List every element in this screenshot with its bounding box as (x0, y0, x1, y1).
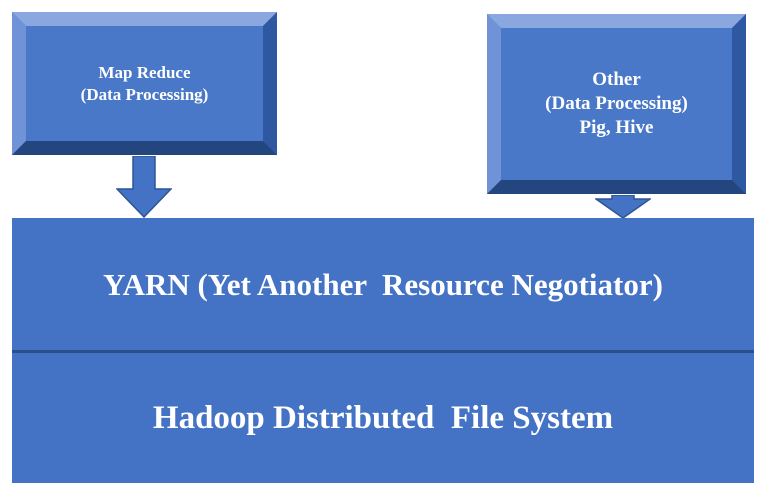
other-box: Other (Data Processing) Pig, Hive (487, 14, 746, 194)
mapreduce-box-bevel (12, 12, 277, 155)
layer-divider (12, 350, 754, 353)
hdfs-label: Hadoop Distributed File System (152, 399, 614, 436)
other-title: Other (592, 69, 641, 91)
other-box-bevel (487, 14, 746, 194)
other-tools: Pig, Hive (579, 116, 654, 138)
yarn-layer: YARN (Yet Another Resource Negotiator) (12, 218, 754, 351)
mapreduce-down-arrow-icon (116, 156, 172, 218)
mapreduce-box-face: Map Reduce (Data Processing) (26, 26, 263, 141)
mapreduce-box: Map Reduce (Data Processing) (12, 12, 277, 155)
other-down-arrow-icon (595, 195, 651, 219)
yarn-label: YARN (Yet Another Resource Negotiator) (103, 266, 663, 302)
other-subtitle: (Data Processing) (545, 93, 688, 115)
other-box-face: Other (Data Processing) Pig, Hive (501, 28, 732, 180)
mapreduce-subtitle: (Data Processing) (80, 84, 209, 104)
hdfs-layer: Hadoop Distributed File System (12, 353, 754, 483)
mapreduce-title: Map Reduce (98, 63, 191, 83)
